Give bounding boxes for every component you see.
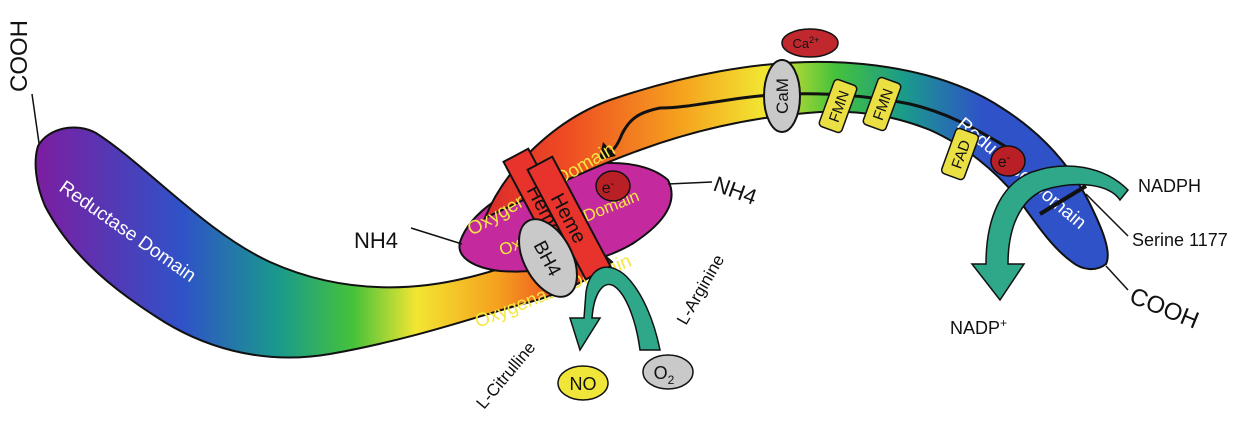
svg-text:NADP+: NADP+	[950, 316, 1007, 338]
cooh-right-label: COOH	[1126, 283, 1203, 335]
calcium-sup: 2+	[809, 35, 819, 45]
nadp-label: NADP	[950, 318, 1000, 338]
calcium-ion: Ca2+	[782, 29, 838, 57]
electron-heme-label: e	[602, 180, 611, 197]
nitric-oxide-label: NO	[570, 374, 597, 394]
l-arginine-label: L-Arginine	[673, 251, 728, 328]
serine-1177-label: Serine 1177	[1132, 230, 1228, 250]
nh4-left-label: NH4	[354, 228, 398, 253]
oxygen-label: O	[654, 363, 668, 383]
nh4-right-label: NH4	[710, 171, 760, 210]
l-citrulline-label: L-Citrulline	[473, 338, 540, 412]
nh4-left-connector	[411, 228, 462, 244]
electron-fad: e-	[991, 146, 1025, 176]
electron-heme: e-	[596, 171, 630, 201]
calmodulin: CaM	[764, 60, 800, 132]
nitric-oxide: NO	[558, 366, 608, 400]
oxygen-sub: 2	[668, 373, 675, 387]
cooh-left-label: COOH	[6, 20, 33, 92]
nadph-label: NADPH	[1138, 176, 1201, 196]
nh4-right-connector	[668, 182, 712, 184]
electron-heme-sup: -	[611, 178, 615, 190]
electron-fad-sup: -	[1007, 152, 1011, 164]
electron-fad-label: e	[998, 154, 1007, 171]
nadp-sup: +	[1000, 316, 1007, 330]
calmodulin-label: CaM	[773, 78, 792, 114]
oxygen-molecule: O2	[643, 355, 693, 389]
cooh-right-connector	[1106, 266, 1128, 290]
cooh-left-connector	[32, 94, 40, 150]
calcium-label: Ca	[793, 36, 810, 51]
